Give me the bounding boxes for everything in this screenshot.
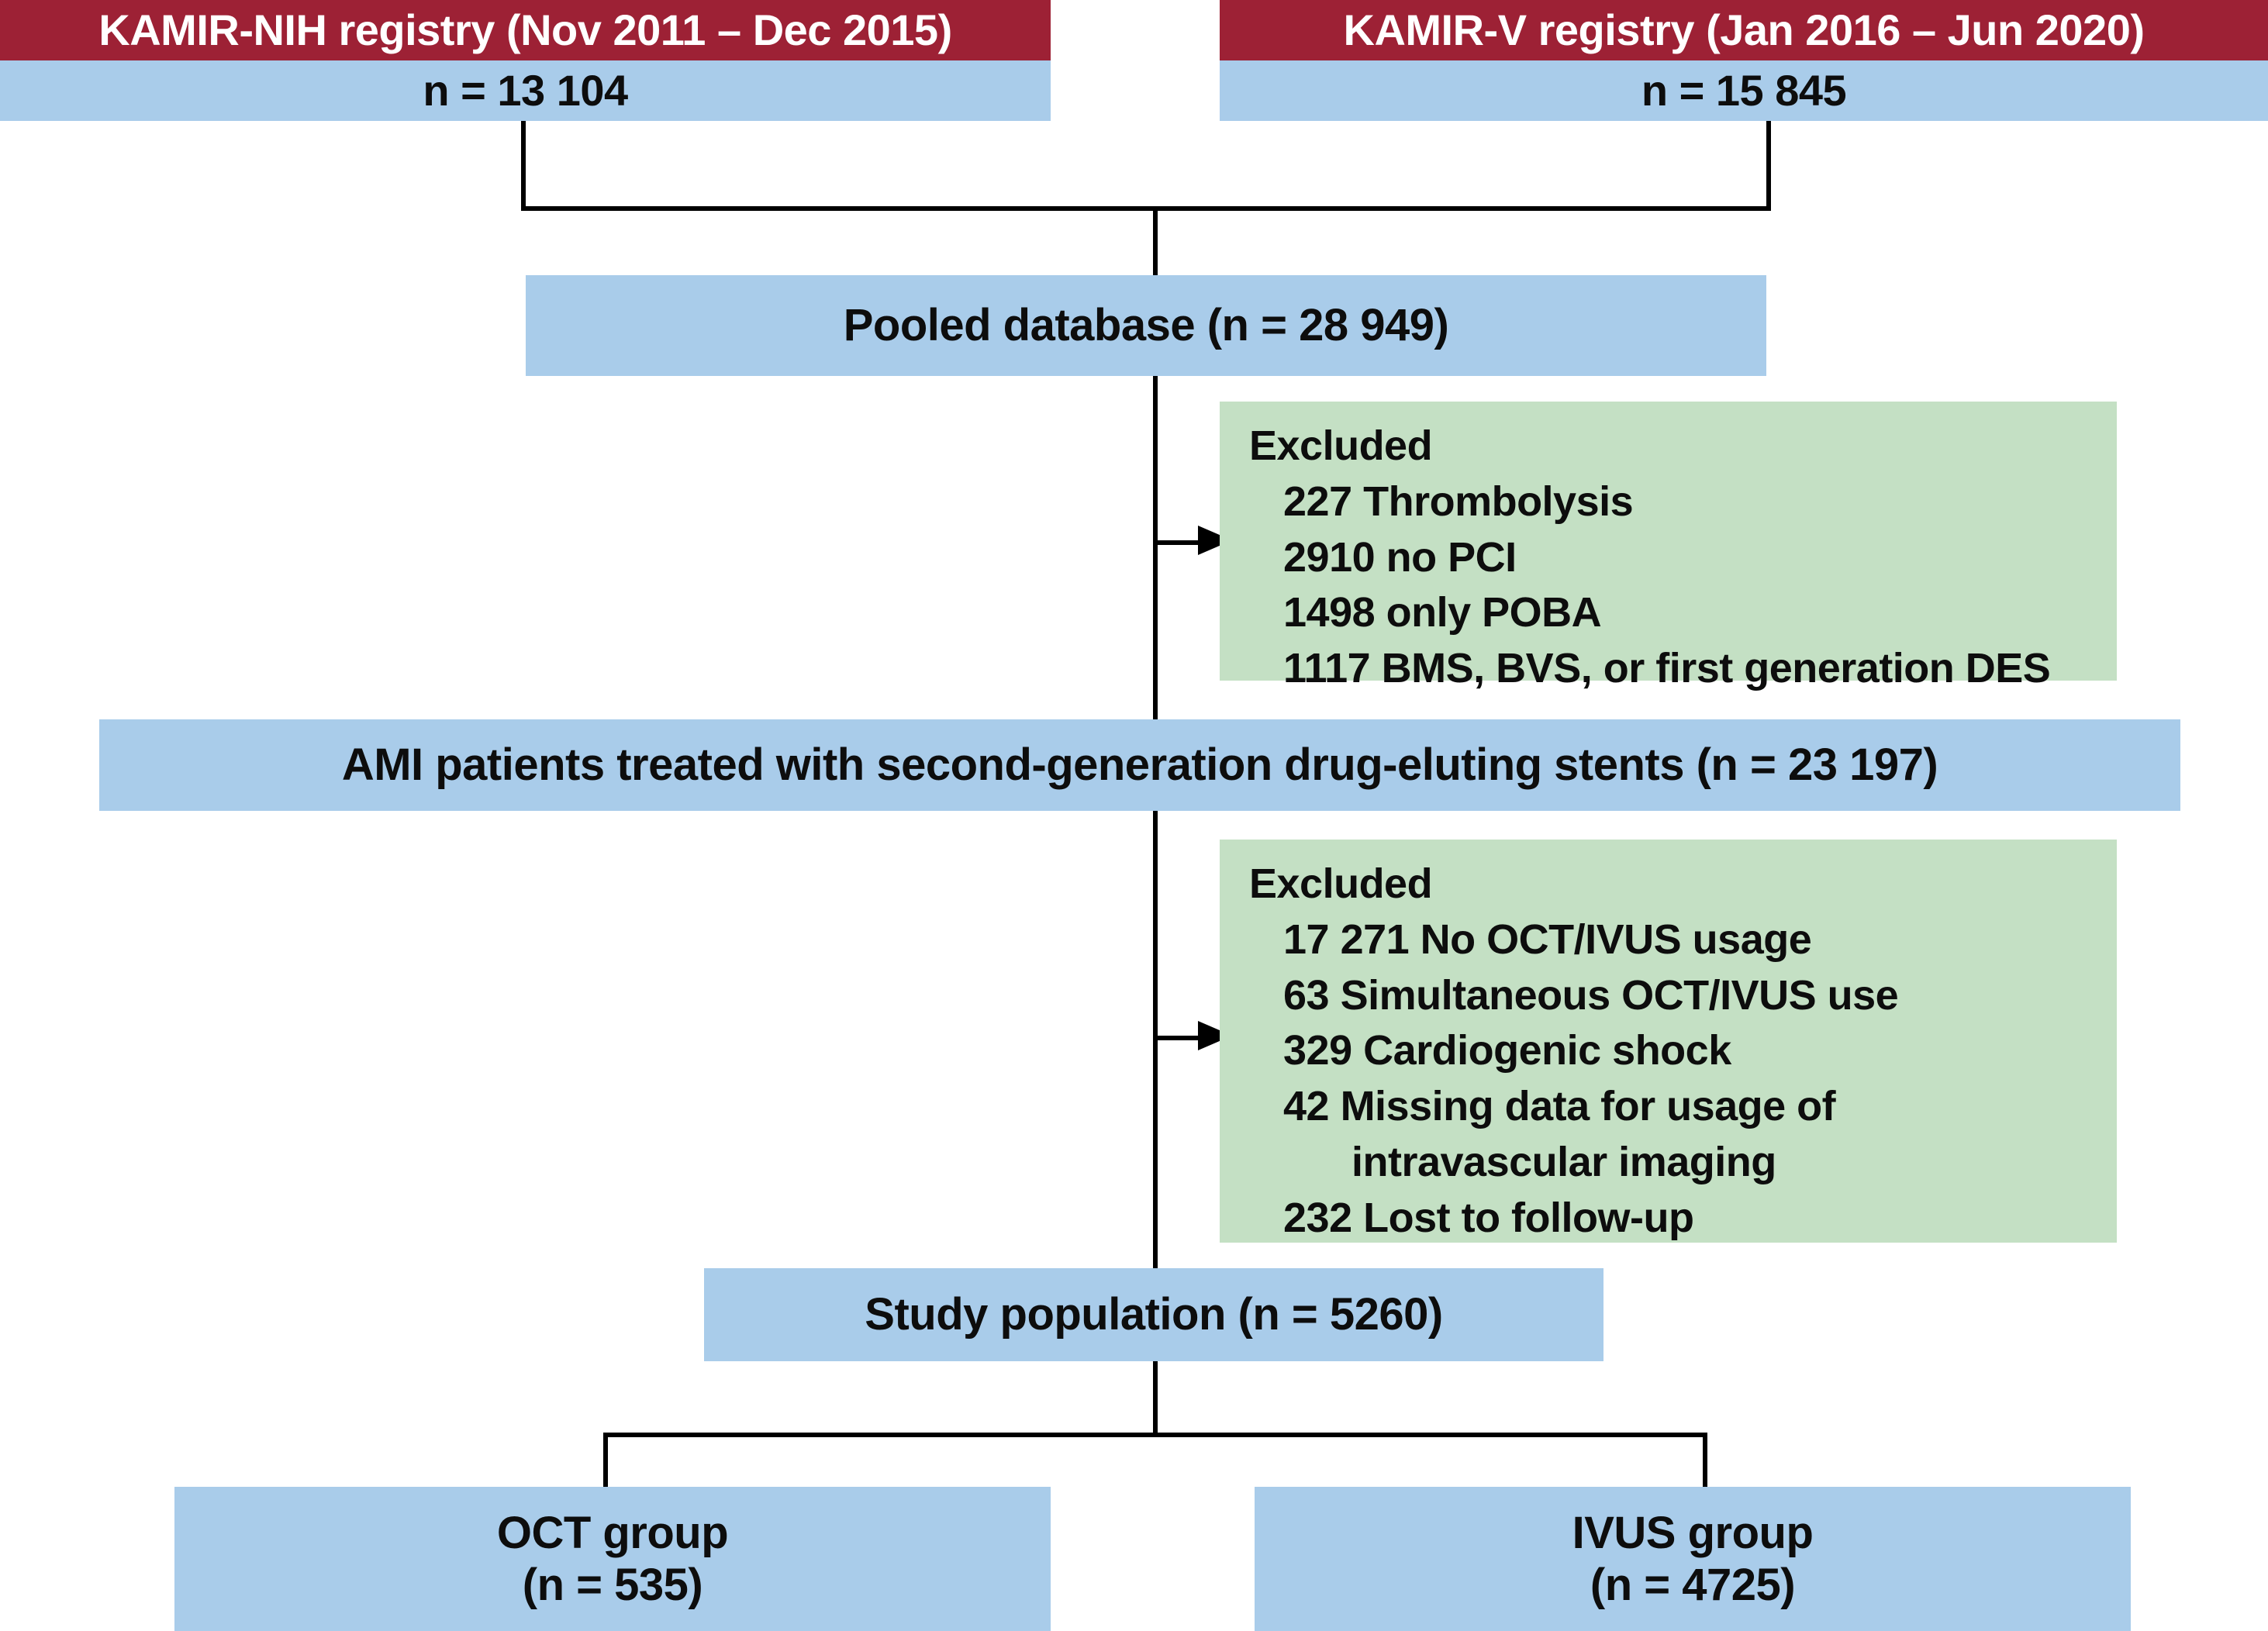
connector-left-registry-down — [521, 121, 526, 209]
study-population-node: Study population (n = 5260) — [704, 1268, 1603, 1361]
connector-right-registry-down — [1766, 121, 1771, 209]
exclusion-2-item-4: 232 Lost to follow-up — [1283, 1194, 1694, 1241]
connector-join-to-pooled — [1153, 206, 1158, 278]
exclusion-1-item-3: 1117 BMS, BVS, or first generation DES — [1283, 645, 2051, 692]
exclusion-box-2: Excluded 17 271 No OCT/IVUS usage 63 Sim… — [1220, 840, 2117, 1243]
oct-group-node: OCT group (n = 535) — [174, 1487, 1051, 1631]
exclusion-1-item-1: 2910 no PCI — [1283, 533, 1517, 581]
exclusion-2-item-2: 329 Cardiogenic shock — [1283, 1027, 1731, 1074]
registry-right-count: n = 15 845 — [1220, 60, 2268, 121]
exclusion-1-item-0: 227 Thrombolysis — [1283, 478, 1634, 525]
registry-left-count: n = 13 104 — [0, 60, 1051, 121]
registry-right-title: KAMIR-V registry (Jan 2016 – Jun 2020) — [1220, 0, 2268, 60]
pooled-database-node: Pooled database (n = 28 949) — [526, 275, 1766, 376]
oct-group-name: OCT group — [496, 1507, 729, 1558]
registry-left-title: KAMIR-NIH registry (Nov 2011 – Dec 2015) — [0, 0, 1051, 60]
exclusion-2-heading: Excluded — [1249, 860, 1433, 907]
exclusion-1-heading: Excluded — [1249, 422, 1433, 469]
exclusion-2-item-3: 42 Missing data for usage of intravascul… — [1283, 1079, 1898, 1191]
exclusion-1-item-2: 1498 only POBA — [1283, 589, 1602, 636]
exclusion-2-item-1: 63 Simultaneous OCT/IVUS use — [1283, 971, 1899, 1019]
exclusion-2-item-3-text: 42 Missing data for usage of — [1283, 1083, 1836, 1130]
connector-pooled-to-eligible — [1153, 376, 1158, 721]
connector-group-split — [603, 1433, 1707, 1437]
eligible-population-node: AMI patients treated with second-generat… — [99, 719, 2180, 811]
ivus-group-node: IVUS group (n = 4725) — [1255, 1487, 2131, 1631]
connector-to-exclusion-2 — [1153, 1036, 1209, 1040]
exclusion-1-list: Excluded 227 Thrombolysis 2910 no PCI 14… — [1220, 402, 2051, 697]
exclusion-box-1: Excluded 227 Thrombolysis 2910 no PCI 14… — [1220, 402, 2117, 691]
exclusion-2-list: Excluded 17 271 No OCT/IVUS usage 63 Sim… — [1220, 840, 1899, 1247]
ivus-group-count: (n = 4725) — [1590, 1560, 1796, 1610]
exclusion-2-item-0: 17 271 No OCT/IVUS usage — [1283, 915, 1812, 963]
connector-to-oct-group — [603, 1433, 608, 1526]
connector-registry-join — [521, 206, 1771, 211]
connector-to-ivus-group — [1703, 1433, 1707, 1526]
connector-study-down — [1153, 1361, 1158, 1437]
exclusion-2-item-3-continuation: intravascular imaging — [1351, 1139, 1776, 1186]
oct-group-count: (n = 535) — [522, 1560, 703, 1610]
connector-to-exclusion-1 — [1153, 540, 1209, 545]
ivus-group-name: IVUS group — [1572, 1507, 1814, 1558]
